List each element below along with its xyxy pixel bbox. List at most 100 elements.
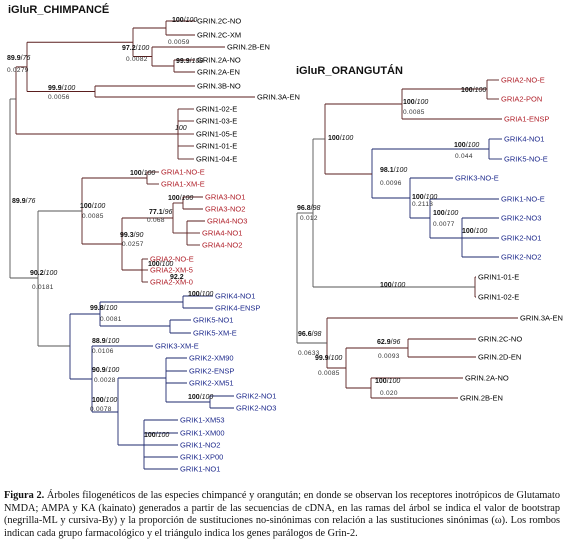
omega-label: 0.0633	[298, 350, 320, 357]
omega-label: 0.0279	[7, 67, 29, 74]
leaf-label: GRIN.3A-EN	[520, 314, 563, 323]
omega-label: 0.0085	[318, 370, 340, 377]
omega-label: 0.0056	[48, 94, 70, 101]
leaf-label: GRIK5-NO1	[193, 316, 233, 325]
leaf-label: GRIN1-03-E	[196, 117, 237, 126]
omega-label: 0.0081	[100, 316, 122, 323]
leaf-label: GRIK1-NO2	[180, 441, 220, 450]
leaf-label: GRIN.2A-NO	[197, 56, 241, 65]
bootstrap-label: 98.1/100	[380, 167, 407, 174]
bootstrap-label: 62.9/96	[377, 339, 400, 346]
tree-labels: GRIN.2C-NO GRIN.2C-XM GRIN.2B-EN GRIN.2A-NO…	[7, 17, 563, 474]
bootstrap-label: 100/100	[328, 135, 353, 142]
bootstrap-label: 100/100	[130, 170, 155, 177]
leaf-label: GRIK3-NO-E	[455, 174, 499, 183]
bootstrap-label: 100/100	[375, 378, 400, 385]
leaf-label: GRIN1-02-E	[478, 293, 519, 302]
bootstrap-label: 100	[175, 125, 187, 132]
leaf-label: GRIA2-PON	[501, 95, 542, 104]
bootstrap-label: 90.2/100	[30, 270, 57, 277]
leaf-label: GRIA3-NO1	[205, 193, 245, 202]
leaf-label: GRIN.3B-NO	[197, 82, 241, 91]
bootstrap-label: 100/100	[92, 397, 117, 404]
leaf-label: GRIK1-NO1	[180, 465, 220, 474]
bootstrap-label: 96.8/98	[297, 205, 320, 212]
omega-label: 0.2113	[412, 201, 433, 208]
leaf-label: GRIK4-NO1	[504, 135, 544, 144]
orang-tree-title: iGluR_ORANGUTÁN	[296, 64, 403, 77]
leaf-label: GRIN.2C-XM	[197, 31, 241, 40]
figure-caption: Figura 2. Árboles filogenéticos de las e…	[4, 490, 560, 540]
tree-branches	[9, 20, 518, 470]
leaf-label: GRIK1-NO-E	[501, 195, 545, 204]
leaf-label: GRIK2-ENSP	[189, 367, 234, 376]
phylogenetic-figure: iGluR_CHIMPANCÉ iGluR_ORANGUTÁN GRIN.2C-…	[7, 3, 563, 474]
leaf-label: GRIN.2C-NO	[478, 335, 522, 344]
omega-label: 0.0085	[82, 213, 104, 220]
omega-label: 0.0106	[92, 348, 114, 355]
leaf-label: GRIA1-ENSP	[504, 115, 549, 124]
leaf-label: GRIN1-02-E	[196, 105, 237, 114]
omega-label: 0.0082	[126, 56, 148, 63]
leaf-label: GRIN1-05-E	[196, 130, 237, 139]
omega-label: 0.0096	[380, 180, 402, 187]
leaf-label: GRIK2-XM90	[189, 354, 234, 363]
bootstrap-label: 100/100	[433, 210, 458, 217]
bootstrap-label: 100/100	[188, 291, 213, 298]
bootstrap-label: 100/100	[80, 203, 105, 210]
leaf-label: GRIN.2A-EN	[197, 68, 240, 77]
omega-label: 0.012	[300, 215, 318, 222]
bootstrap-label: 89.9/76	[7, 55, 30, 62]
leaf-label: GRIA4-NO3	[207, 217, 247, 226]
bootstrap-label: 90.9/100	[92, 367, 119, 374]
bootstrap-label: 100/100	[148, 261, 173, 268]
bootstrap-label: 100/100	[168, 195, 193, 202]
omega-label: 0.0085	[403, 109, 425, 116]
leaf-label: GRIN.2C-NO	[197, 17, 241, 26]
bootstrap-label: 97.2/100	[122, 45, 149, 52]
bootstrap-label: 100/100	[461, 87, 486, 94]
leaf-label: GRIN1-01-E	[478, 273, 519, 282]
leaf-label: GRIK5-XM-E	[193, 329, 237, 338]
bootstrap-label: 100/100	[462, 228, 487, 235]
leaf-label: GRIA2-NO-E	[150, 255, 194, 264]
leaf-label: GRIK1-XM53	[180, 416, 225, 425]
caption-label: Figura 2.	[4, 490, 45, 501]
omega-label: 0.0059	[168, 39, 190, 46]
omega-label: 0.0181	[32, 284, 54, 291]
leaf-label: GRIK2-XM51	[189, 379, 234, 388]
omega-label: 0.0093	[378, 353, 400, 360]
chimp-tree-title: iGluR_CHIMPANCÉ	[8, 3, 109, 16]
leaf-label: GRIK2-NO3	[501, 214, 541, 223]
bootstrap-label: 99.8/100	[90, 305, 117, 312]
bootstrap-label: 77.1/96	[149, 209, 172, 216]
leaf-label: GRIK2-NO1	[236, 392, 276, 401]
leaf-label: GRIA2-NO-E	[501, 76, 545, 85]
leaf-label: GRIK1-XP00	[180, 453, 223, 462]
leaf-label: GRIA2-XM-0	[150, 278, 193, 287]
bootstrap-label: 99.9/100	[315, 355, 342, 362]
leaf-label: GRIA4-NO1	[202, 229, 242, 238]
omega-label: 0.0078	[90, 406, 112, 413]
leaf-label: GRIA4-NO2	[202, 241, 242, 250]
bootstrap-label: 99.9/100	[176, 58, 203, 65]
leaf-label: GRIK2-NO1	[501, 234, 541, 243]
leaf-label: GRIA1-NO-E	[161, 168, 205, 177]
leaf-label: GRIN.2B-EN	[460, 394, 503, 403]
bootstrap-label: 89.9/76	[12, 198, 35, 205]
leaf-label: GRIK3-XM-E	[155, 342, 199, 351]
leaf-label: GRIK5-NO-E	[504, 155, 548, 164]
leaf-label: GRIK1-XM00	[180, 429, 225, 438]
leaf-label: GRIN1-01-E	[196, 142, 237, 151]
bootstrap-label: 100/100	[144, 432, 169, 439]
bootstrap-label: 100/100	[454, 142, 479, 149]
bootstrap-label: 100/100	[380, 282, 405, 289]
bootstrap-label: 88.9/100	[92, 338, 119, 345]
bootstrap-label: 100/100	[172, 17, 197, 24]
bootstrap-label: 99.3/90	[120, 232, 143, 239]
leaf-label: GRIN.2B-EN	[227, 43, 270, 52]
bootstrap-label: 92.2	[170, 274, 184, 281]
leaf-label: GRIN.2A-NO	[465, 374, 509, 383]
leaf-label: GRIA2-XM-5	[150, 266, 193, 275]
omega-label: 0.0028	[94, 377, 116, 384]
